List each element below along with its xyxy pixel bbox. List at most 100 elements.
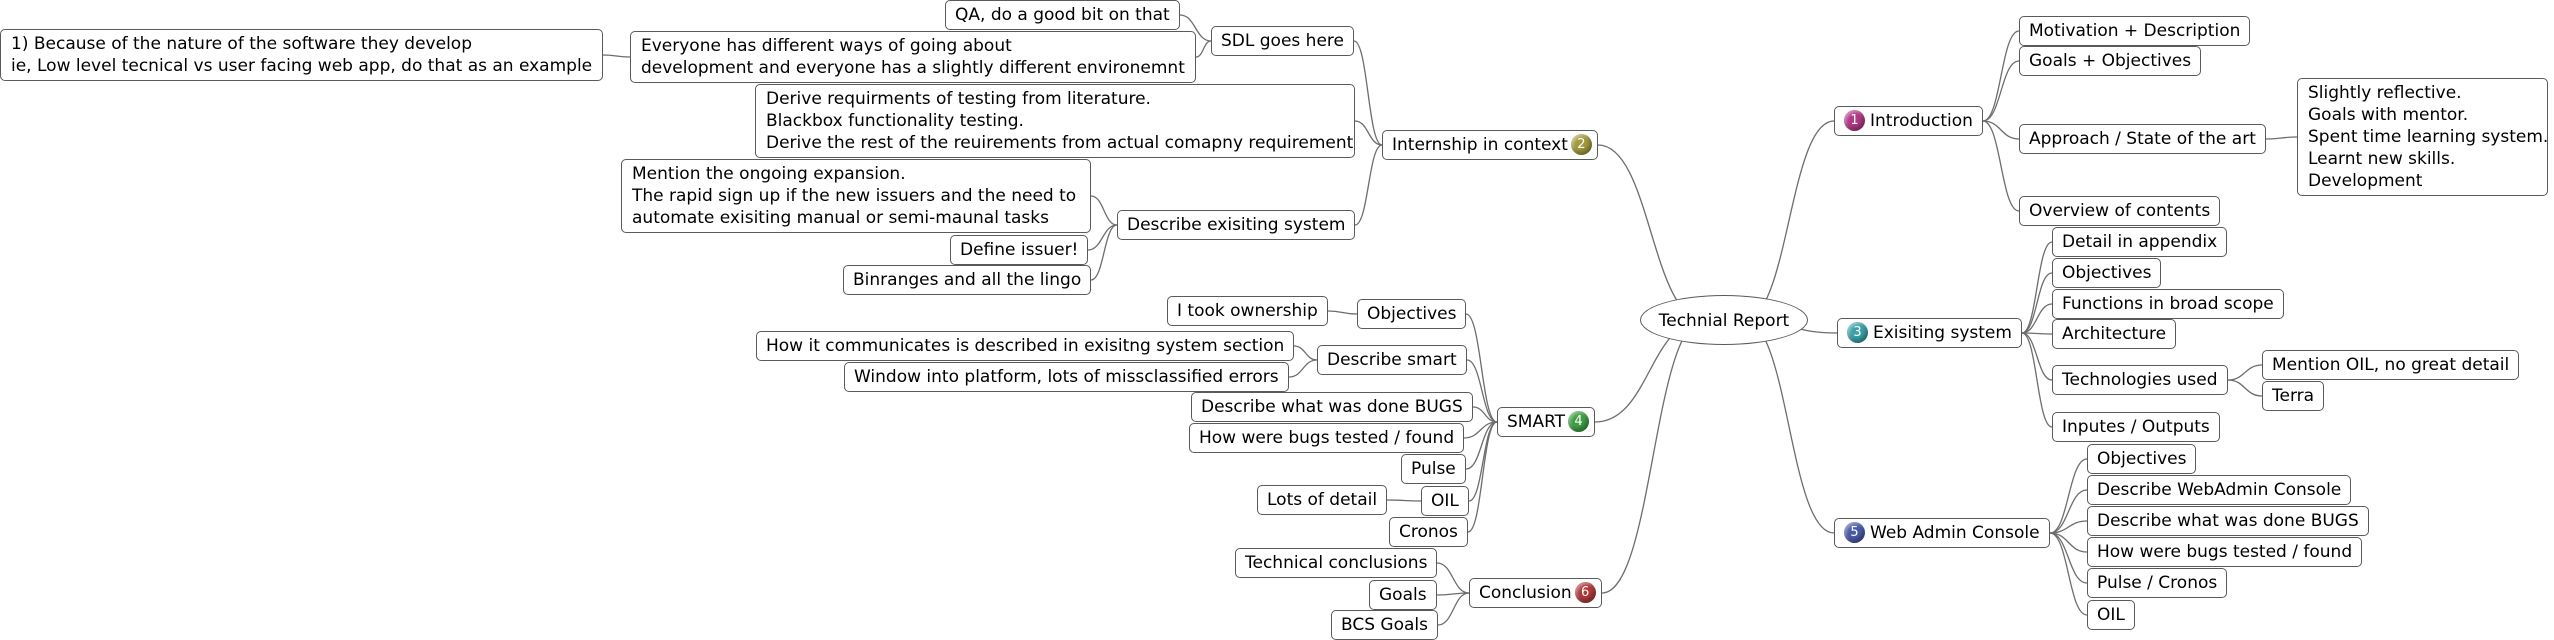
connector-note-derive-requirements: [1354, 120, 1383, 146]
subtopic-approach-label: Approach / State of the art: [2029, 129, 2256, 149]
note-approach[interactable]: Slightly reflective. Goals with mentor. …: [2297, 78, 2548, 196]
subtopic-smart-objectives[interactable]: Objectives: [1357, 299, 1467, 329]
subtopic-describe-existing-system[interactable]: Describe exisiting system: [1117, 210, 1356, 240]
subtopic-pulse[interactable]: Pulse: [1401, 454, 1466, 484]
subtopic-sdl[interactable]: SDL goes here: [1211, 26, 1354, 56]
subtopic-webadmin-bugs-tested[interactable]: How were bugs tested / found: [2087, 537, 2363, 567]
subtopic-pulse-label: Pulse: [1411, 459, 1456, 479]
note-line: Blackbox functionality testing.: [766, 111, 1024, 131]
subtopic-webadmin-bugs-done[interactable]: Describe what was done BUGS: [2087, 506, 2369, 536]
connector-topic-web-admin-console: [1743, 319, 1835, 534]
topic-number-2-icon: 2: [1570, 133, 1592, 155]
connector-subtopic-pulse: [1465, 421, 1498, 470]
subtopic-lots-of-detail[interactable]: Lots of detail: [1257, 485, 1388, 515]
subtopic-webadmin-bugs-tested-label: How were bugs tested / found: [2097, 542, 2353, 562]
subtopic-lots-of-detail-label: Lots of detail: [1267, 490, 1378, 510]
subtopic-architecture[interactable]: Architecture: [2052, 319, 2177, 349]
subtopic-existing-objectives-label: Objectives: [2062, 263, 2152, 283]
connector-subtopic-bcs-goals: [1437, 592, 1470, 626]
connector-subtopic-inputs-outputs: [2021, 332, 2053, 428]
note-line: Spent time learning system.: [2308, 127, 2549, 147]
note-because-nature[interactable]: 1) Because of the nature of the software…: [0, 29, 604, 81]
subtopic-goals-objectives[interactable]: Goals + Objectives: [2019, 46, 2202, 76]
subtopic-approach[interactable]: Approach / State of the art: [2019, 124, 2266, 154]
subtopic-how-communicates-label: How it communicates is described in exis…: [766, 336, 1285, 356]
subtopic-terra[interactable]: Terra: [2262, 381, 2325, 411]
subtopic-qa[interactable]: QA, do a good bit on that: [945, 0, 1180, 30]
subtopic-took-ownership[interactable]: I took ownership: [1167, 296, 1328, 326]
root-topic-label: Technial Report: [1658, 311, 1790, 331]
subtopic-technical-conclusions[interactable]: Technical conclusions: [1235, 548, 1438, 578]
connector-topic-introduction: [1743, 120, 1835, 321]
subtopic-functions[interactable]: Functions in broad scope: [2052, 289, 2284, 319]
subtopic-architecture-label: Architecture: [2062, 324, 2167, 344]
subtopic-smart-oil[interactable]: OIL: [1421, 486, 1469, 516]
connector-note-because-nature: [602, 54, 631, 58]
topic-number-3-icon: 3: [1847, 321, 1868, 343]
subtopic-bcs-goals[interactable]: BCS Goals: [1331, 610, 1439, 640]
note-everyone-different[interactable]: Everyone has different ways of going abo…: [630, 31, 1196, 83]
topic-number-6-icon: 6: [1574, 581, 1596, 603]
connector-subtopic-describe-smart: [1466, 359, 1498, 423]
subtopic-motivation[interactable]: Motivation + Description: [2019, 16, 2251, 46]
note-line: Mention the ongoing expansion.: [632, 164, 906, 184]
subtopic-terra-label: Terra: [2272, 386, 2315, 406]
subtopic-cronos[interactable]: Cronos: [1389, 517, 1468, 547]
subtopic-describe-webadmin-label: Describe WebAdmin Console: [2097, 480, 2342, 500]
subtopic-inputs-outputs[interactable]: Inputes / Outputs: [2052, 412, 2220, 442]
subtopic-webadmin-oil[interactable]: OIL: [2087, 600, 2135, 630]
subtopic-technologies[interactable]: Technologies used: [2052, 365, 2228, 395]
subtopic-conclusion-goals[interactable]: Goals: [1369, 580, 1437, 610]
connector-subtopic-webadmin-oil: [2049, 532, 2088, 616]
subtopic-define-issuer[interactable]: Define issuer!: [950, 235, 1089, 265]
subtopic-binranges[interactable]: Binranges and all the lingo: [843, 265, 1092, 295]
subtopic-window-into-platform-label: Window into platform, lots of missclassi…: [854, 367, 1279, 387]
subtopic-functions-label: Functions in broad scope: [2062, 294, 2274, 314]
subtopic-smart-bugs-tested[interactable]: How were bugs tested / found: [1189, 423, 1465, 453]
note-line: Development: [2308, 171, 2423, 191]
subtopic-window-into-platform[interactable]: Window into platform, lots of missclassi…: [844, 362, 1289, 392]
note-line: development and everyone has a slightly …: [641, 58, 1185, 78]
topic-conclusion-label: Conclusion: [1479, 583, 1572, 603]
note-ongoing-expansion[interactable]: Mention the ongoing expansion. The rapid…: [621, 159, 1091, 233]
subtopic-took-ownership-label: I took ownership: [1177, 301, 1318, 321]
topic-number-1-icon: 1: [1844, 109, 1865, 131]
connector-note-everyone-different: [1195, 40, 1212, 58]
connector-subtopic-define-issuer: [1087, 224, 1118, 251]
subtopic-smart-bugs-tested-label: How were bugs tested / found: [1199, 428, 1455, 448]
root-topic[interactable]: Technial Report: [1640, 295, 1808, 345]
subtopic-describe-webadmin[interactable]: Describe WebAdmin Console: [2087, 475, 2352, 505]
subtopic-webadmin-oil-label: OIL: [2097, 605, 2125, 625]
note-line: 1) Because of the nature of the software…: [11, 34, 472, 54]
subtopic-describe-smart[interactable]: Describe smart: [1317, 345, 1467, 375]
subtopic-overview[interactable]: Overview of contents: [2019, 196, 2221, 226]
connector-subtopic-window-into-platform: [1288, 359, 1318, 378]
subtopic-smart-bugs-done[interactable]: Describe what was done BUGS: [1191, 392, 1473, 422]
connector-subtopic-detail-appendix: [2021, 241, 2053, 334]
subtopic-how-communicates[interactable]: How it communicates is described in exis…: [756, 331, 1295, 361]
connector-subtopic-sdl: [1353, 40, 1383, 146]
subtopic-qa-label: QA, do a good bit on that: [955, 5, 1170, 25]
subtopic-goals-objectives-label: Goals + Objectives: [2029, 51, 2192, 71]
subtopic-technical-conclusions-label: Technical conclusions: [1245, 553, 1428, 573]
subtopic-mention-oil[interactable]: Mention OIL, no great detail: [2262, 350, 2520, 380]
topic-number-5-icon: 5: [1844, 521, 1865, 543]
subtopic-webadmin-objectives[interactable]: Objectives: [2087, 444, 2197, 474]
subtopic-detail-appendix[interactable]: Detail in appendix: [2052, 227, 2228, 257]
subtopic-pulse-cronos[interactable]: Pulse / Cronos: [2087, 568, 2228, 598]
note-line: ie, Low level tecnical vs user facing we…: [11, 56, 593, 76]
note-derive-requirements[interactable]: Derive requirments of testing from liter…: [755, 84, 1355, 158]
subtopic-pulse-cronos-label: Pulse / Cronos: [2097, 573, 2218, 593]
subtopic-conclusion-goals-label: Goals: [1379, 585, 1427, 605]
connector-subtopic-pulse-cronos: [2049, 532, 2088, 584]
connector-subtopic-technical-conclusions: [1436, 562, 1470, 594]
subtopic-existing-objectives[interactable]: Objectives: [2052, 258, 2162, 288]
connector-subtopic-approach: [1982, 120, 2020, 140]
subtopic-cronos-label: Cronos: [1399, 522, 1458, 542]
